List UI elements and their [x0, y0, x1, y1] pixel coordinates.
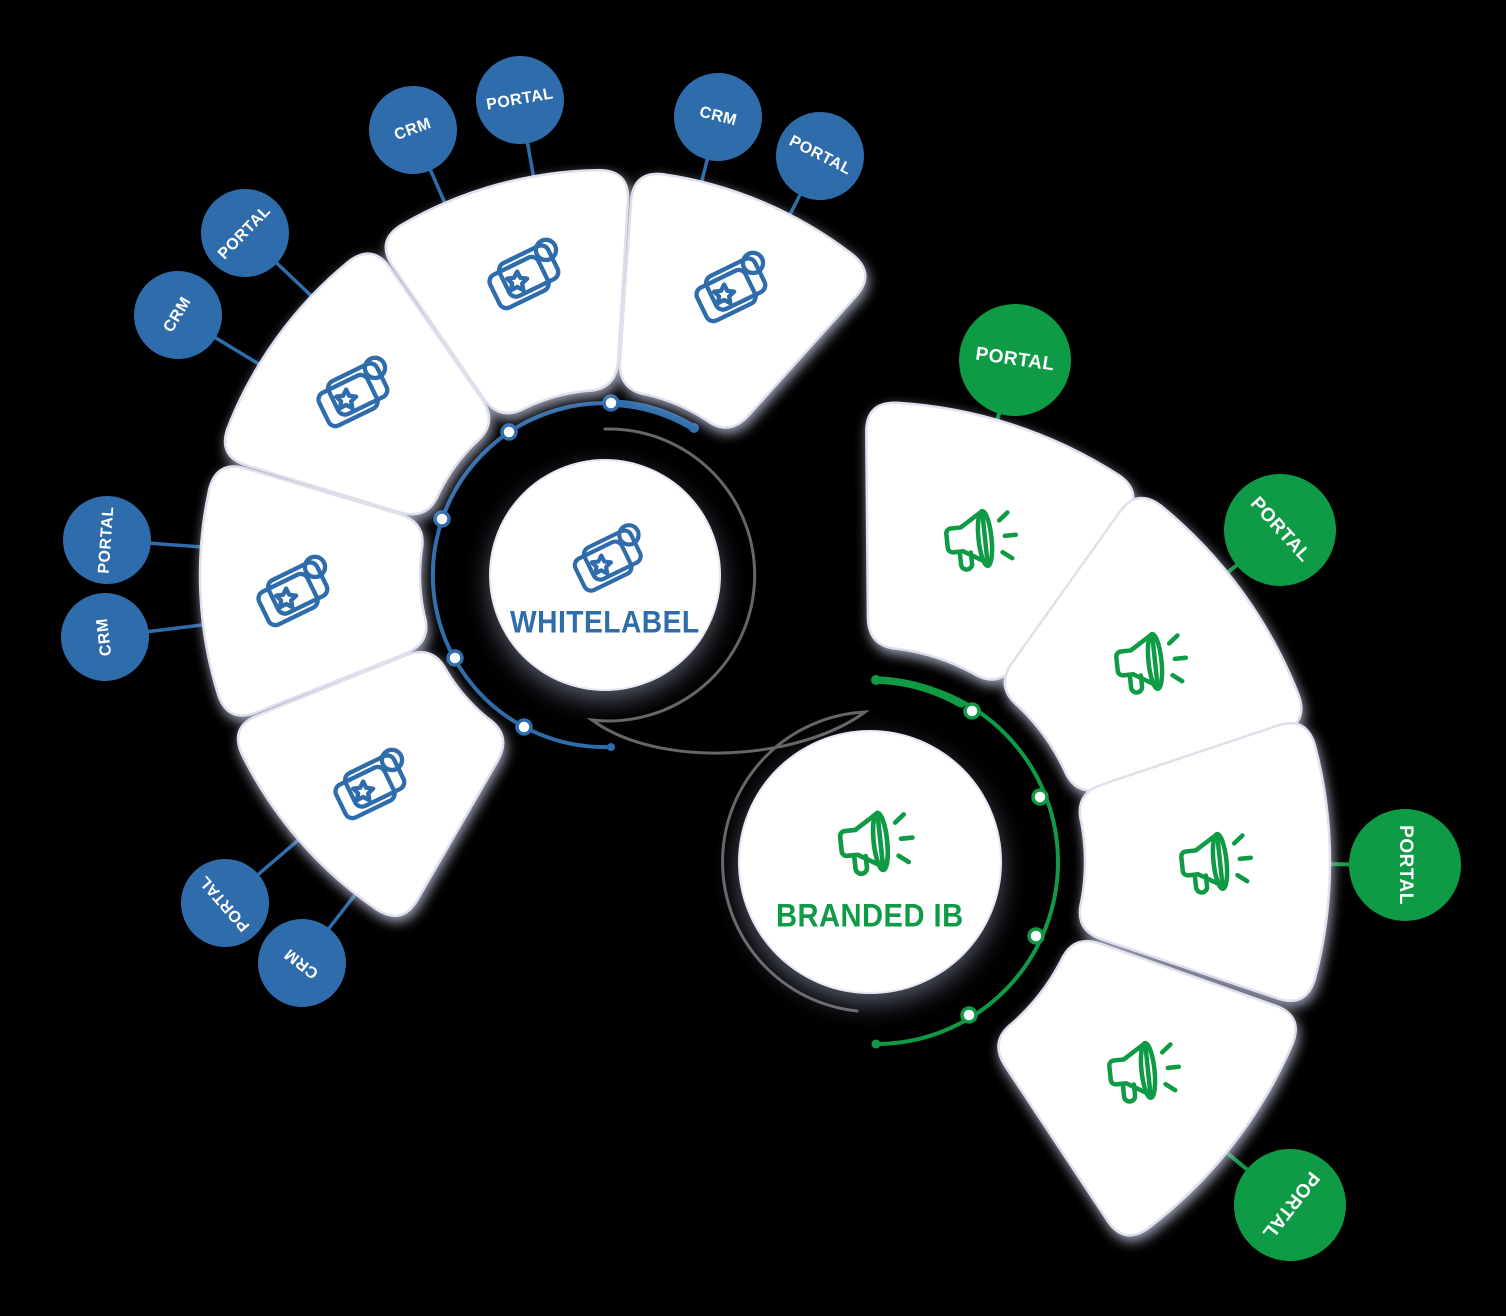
arc-bead: [1031, 788, 1049, 806]
arc-end-dot: [871, 675, 881, 685]
satellite-portal: PORTAL: [1349, 809, 1461, 921]
branded-ib-progress-arc: [871, 675, 1060, 1049]
branded-ib-arc-beads: [960, 702, 1049, 1024]
arc-bead: [433, 510, 451, 528]
megaphone-icon: [818, 790, 922, 894]
hub-connector-curve: [586, 427, 870, 1013]
price-tag-icon: [559, 510, 651, 602]
arc-bead: [446, 649, 464, 667]
arc-bead: [963, 702, 981, 720]
arc-end-dot: [689, 423, 699, 433]
arc-end-dot: [607, 743, 615, 751]
arc-bead: [515, 718, 533, 736]
whitelabel-title: WHITELABEL: [510, 604, 700, 640]
branded-ib-hub: BRANDED IB: [740, 732, 1000, 992]
branded-ib-title: BRANDED IB: [776, 896, 964, 935]
arc-bead: [960, 1006, 978, 1024]
arc-bead: [500, 423, 518, 441]
whitelabel-hub: WHITELABEL: [491, 461, 719, 689]
arc-bead: [602, 394, 620, 412]
whitelabel-arc-beads: [433, 394, 620, 736]
whitelabel-progress-arc: [430, 394, 699, 751]
arc-bead: [1027, 927, 1045, 945]
arc-end-dot: [871, 1039, 881, 1049]
